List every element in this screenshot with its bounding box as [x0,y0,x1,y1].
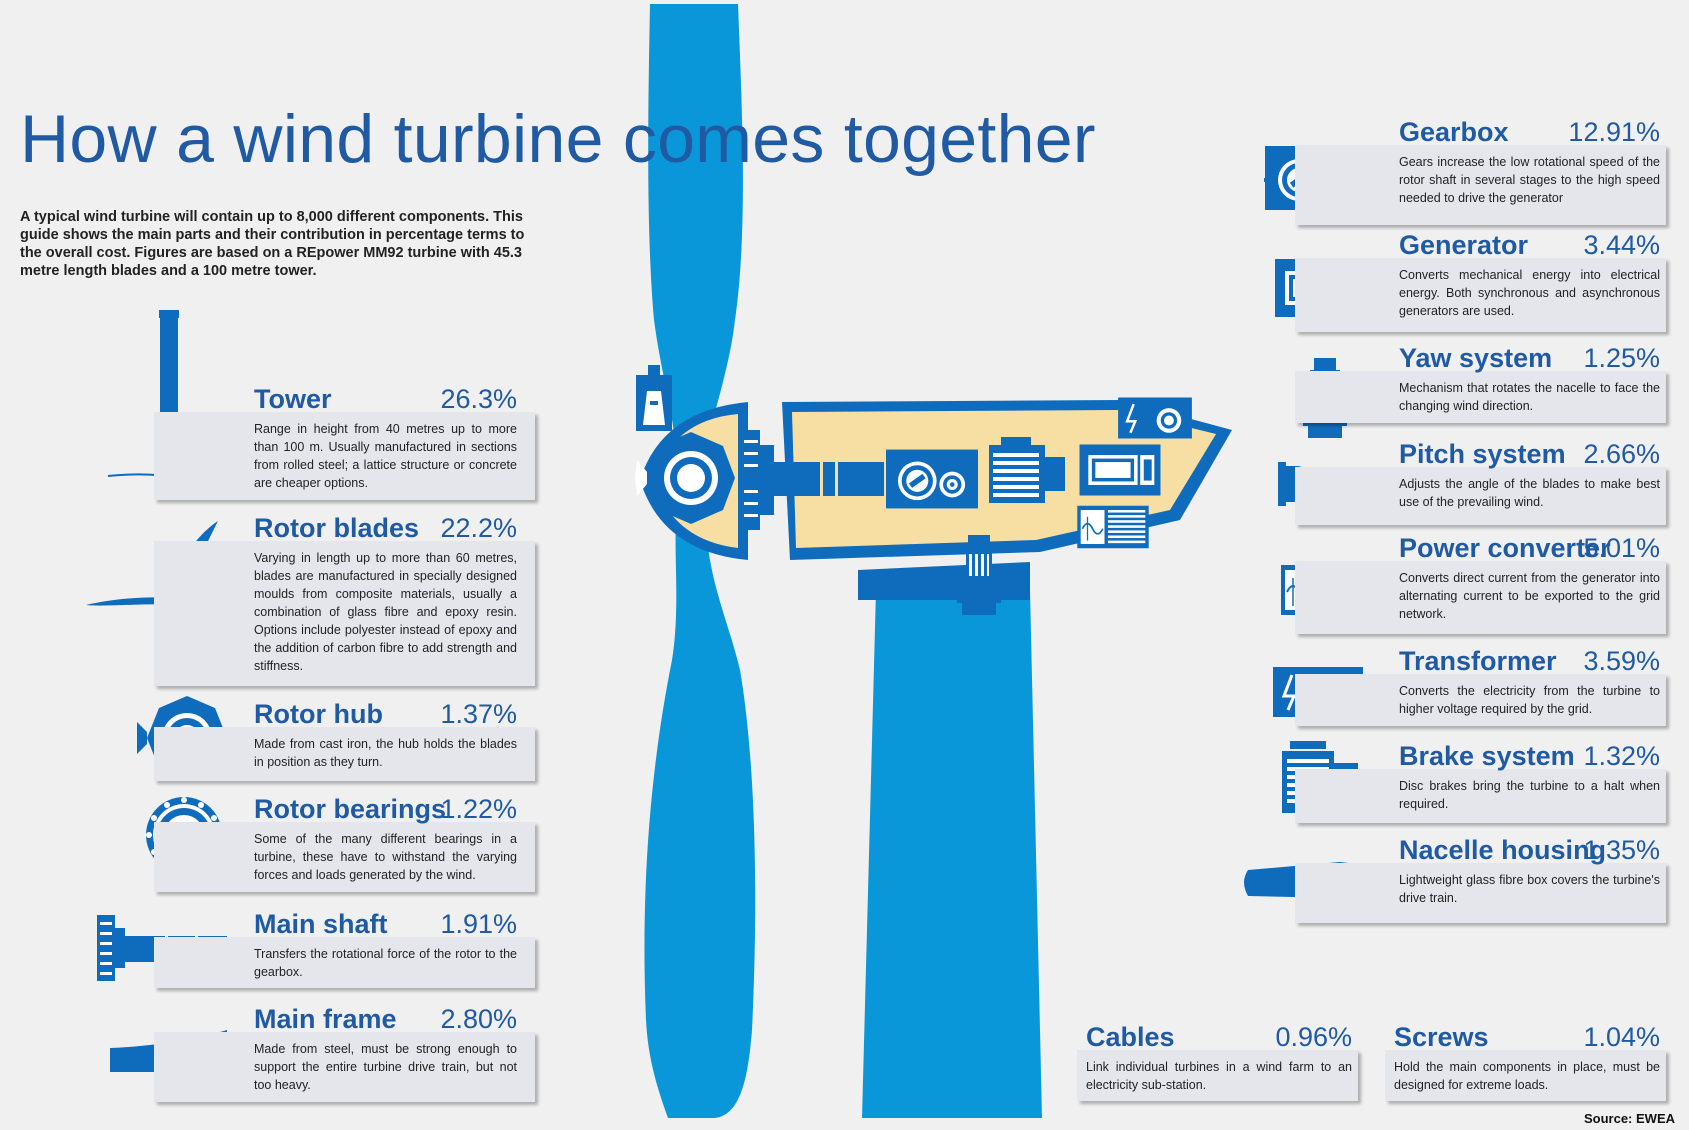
component-card-pitch-system: Pitch system 2.66% Adjusts the angle of … [1295,437,1666,525]
component-name: Pitch system [1399,439,1566,469]
component-description: Converts mechanical energy into electric… [1399,268,1660,318]
component-percent: 1.37% [440,699,517,729]
component-percent: 3.44% [1583,230,1660,260]
component-name: Rotor bearings [254,794,447,824]
component-percent: 3.59% [1583,646,1660,676]
component-name: Rotor hub [254,699,383,729]
component-card-main-frame: Main frame 2.80% Made from steel, must b… [154,1002,535,1102]
component-percent: 22.2% [440,513,517,543]
component-description: Varying in length up to more than 60 met… [254,551,517,673]
component-percent: 1.22% [440,794,517,824]
component-name: Nacelle housing [1399,835,1607,865]
component-percent: 2.66% [1583,439,1660,469]
component-description: Made from steel, must be strong enough t… [254,1042,517,1092]
component-card-yaw-system: Yaw system 1.25% Mechanism that rotates … [1295,341,1666,423]
component-description: Disc brakes bring the turbine to a halt … [1399,779,1660,811]
component-description: Range in height from 40 metres up to mor… [254,422,517,490]
component-description: Made from cast iron, the hub holds the b… [254,737,517,769]
component-card-rotor-bearings: Rotor bearings 1.22% Some of the many di… [154,792,535,892]
component-name: Gearbox [1399,117,1509,147]
component-description: Link individual turbines in a wind farm … [1086,1060,1352,1092]
component-description: Gears increase the low rotational speed … [1399,155,1660,205]
component-name: Yaw system [1399,343,1553,373]
component-name: Main frame [254,1004,397,1034]
source-credit: Source: EWEA [1583,1111,1675,1126]
component-card-gearbox: Gearbox 12.91% Gears increase the low ro… [1295,115,1666,225]
component-name: Transformer [1399,646,1557,676]
component-name: Tower [254,384,332,414]
component-percent: 0.96% [1275,1022,1352,1052]
component-description: Hold the main components in place, must … [1394,1060,1660,1092]
component-percent: 26.3% [440,384,517,414]
component-card-power-converter: Power converter 5.01% Converts direct cu… [1295,531,1666,634]
component-percent: 1.91% [440,909,517,939]
component-card-main-shaft: Main shaft 1.91% Transfers the rotationa… [154,907,535,988]
component-name: Main shaft [254,909,388,939]
component-percent: 1.04% [1583,1022,1660,1052]
component-description: Mechanism that rotates the nacelle to fa… [1399,381,1660,413]
component-card-screws: Screws 1.04% Hold the main components in… [1385,1020,1666,1101]
component-card-brake-system: Brake system 1.32% Disc brakes bring the… [1295,739,1666,823]
component-description: Lightweight glass fibre box covers the t… [1399,873,1660,905]
component-card-rotor-blades: Rotor blades 22.2% Varying in length up … [154,511,535,686]
component-description: Converts the electricity from the turbin… [1399,684,1660,716]
component-name: Rotor blades [254,513,420,543]
component-name: Cables [1086,1022,1175,1052]
component-name: Screws [1394,1022,1489,1052]
component-card-rotor-hub: Rotor hub 1.37% Made from cast iron, the… [154,697,535,781]
component-percent: 1.32% [1583,741,1660,771]
component-percent: 1.25% [1583,343,1660,373]
component-card-tower: Tower 26.3% Range in height from 40 metr… [154,382,535,500]
component-card-transformer: Transformer 3.59% Converts the electrici… [1295,644,1666,726]
page-title: How a wind turbine comes together [20,101,1096,177]
component-description: Some of the many different bearings in a… [254,832,517,882]
component-card-cables: Cables 0.96% Link individual turbines in… [1077,1020,1358,1101]
component-name: Brake system [1399,741,1575,771]
component-name: Power converter [1399,533,1611,563]
component-card-nacelle-housing: Nacelle housing 1.35% Lightweight glass … [1295,833,1666,923]
component-percent: 12.91% [1568,117,1660,147]
component-percent: 5.01% [1583,533,1660,563]
component-description: Adjusts the angle of the blades to make … [1399,477,1660,509]
component-description: Transfers the rotational force of the ro… [254,947,517,979]
component-card-generator: Generator 3.44% Converts mechanical ener… [1295,228,1666,332]
intro-text: A typical wind turbine will contain up t… [20,209,525,279]
component-percent: 1.35% [1583,835,1660,865]
component-name: Generator [1399,230,1529,260]
component-percent: 2.80% [440,1004,517,1034]
component-description: Converts direct current from the generat… [1399,571,1660,621]
